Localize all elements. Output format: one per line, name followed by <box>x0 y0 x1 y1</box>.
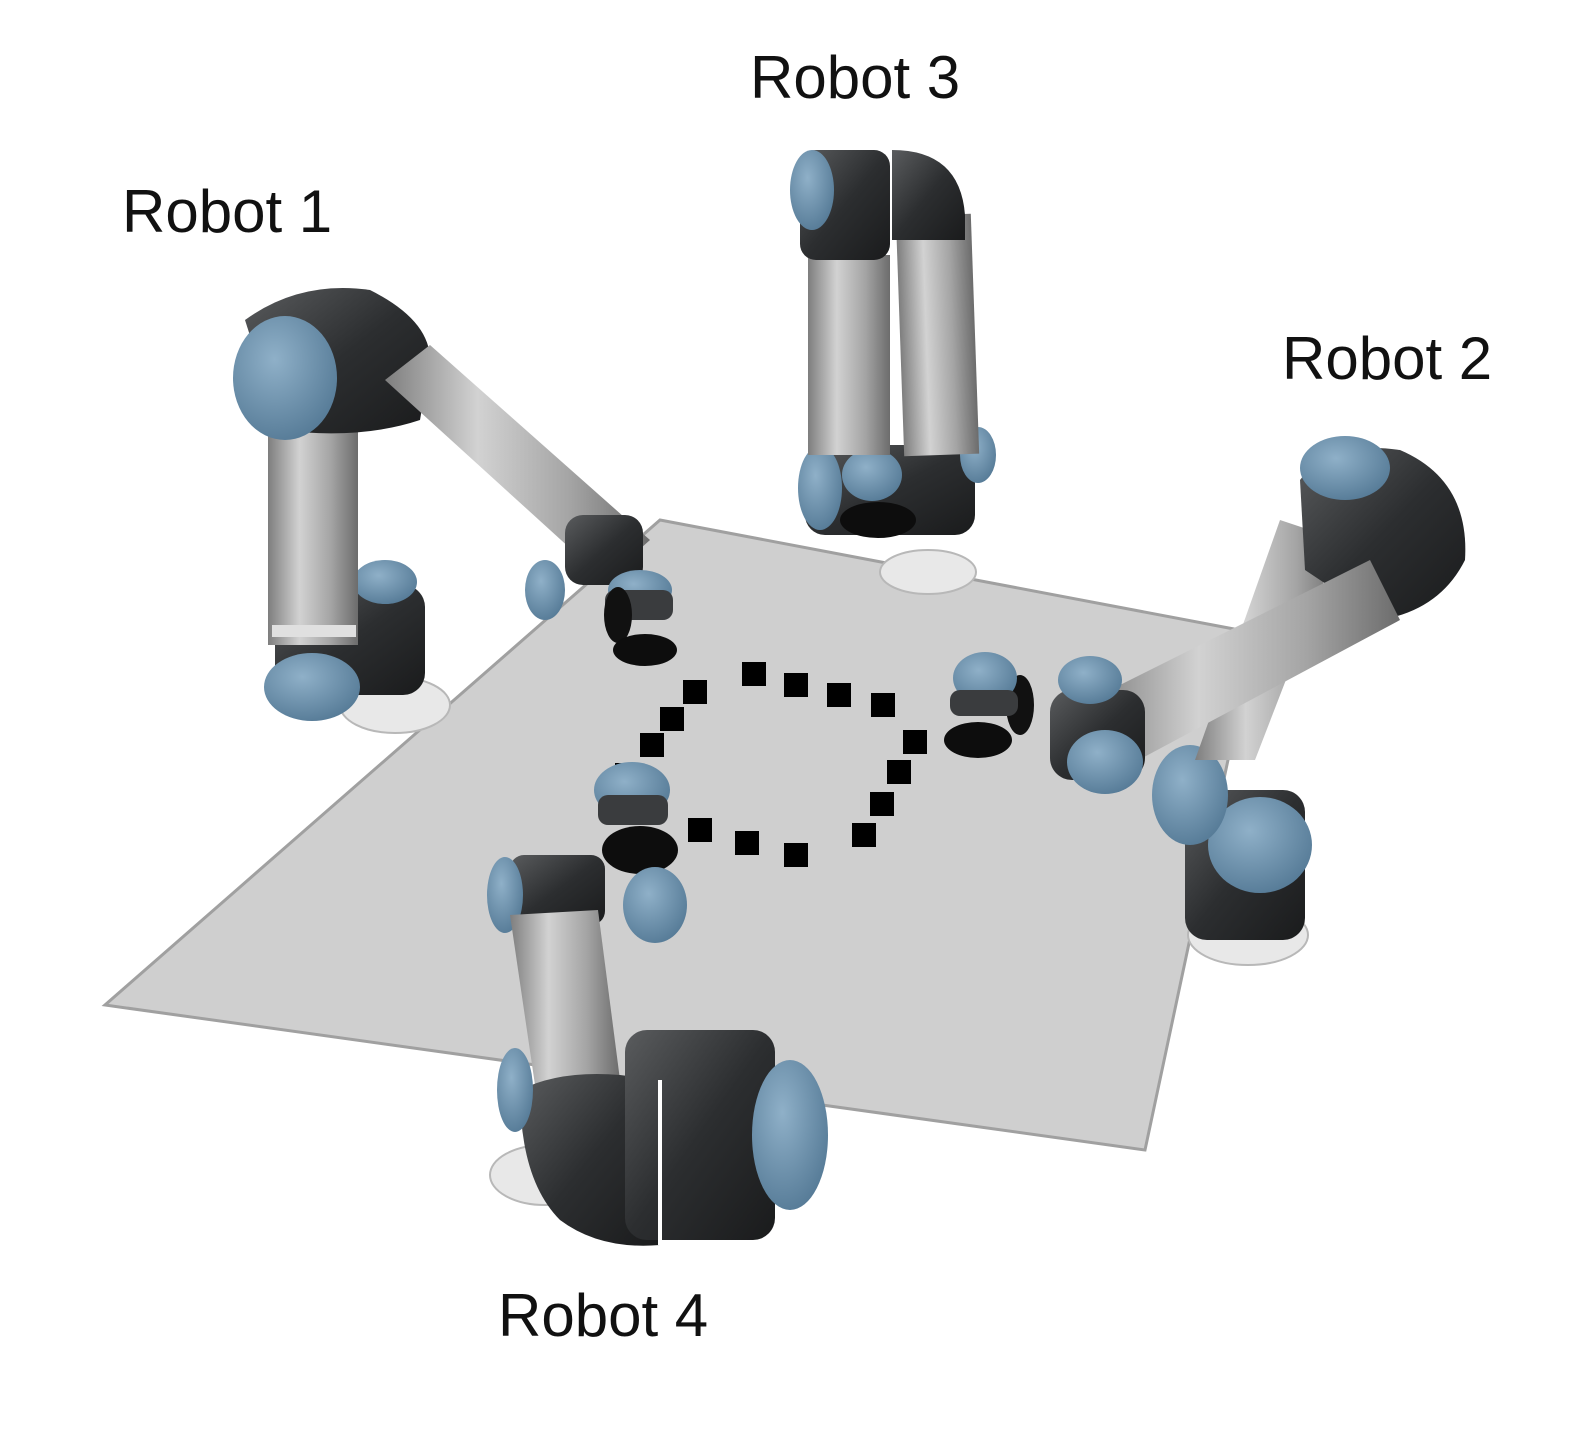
waypoint <box>887 760 911 784</box>
robot3-base-plate <box>879 549 977 595</box>
robot4-arm <box>487 762 828 1246</box>
waypoint <box>852 823 876 847</box>
waypoint <box>660 707 684 731</box>
waypoint <box>871 693 895 717</box>
waypoint <box>735 831 759 855</box>
robot1-label: Robot 1 <box>122 178 333 245</box>
robot4-label: Robot 4 <box>498 1282 709 1349</box>
waypoint <box>870 792 894 816</box>
waypoint <box>903 730 927 754</box>
robot3-arm <box>790 150 996 538</box>
robot3-label: Robot 3 <box>750 44 961 111</box>
waypoint <box>640 733 664 757</box>
waypoint <box>742 662 766 686</box>
robot2-label: Robot 2 <box>1282 325 1493 392</box>
waypoint <box>683 680 707 704</box>
robot2-arm <box>944 436 1466 940</box>
waypoint <box>784 843 808 867</box>
waypoint <box>784 673 808 697</box>
robot1-arm <box>233 288 677 721</box>
waypoint <box>827 683 851 707</box>
waypoint <box>688 818 712 842</box>
